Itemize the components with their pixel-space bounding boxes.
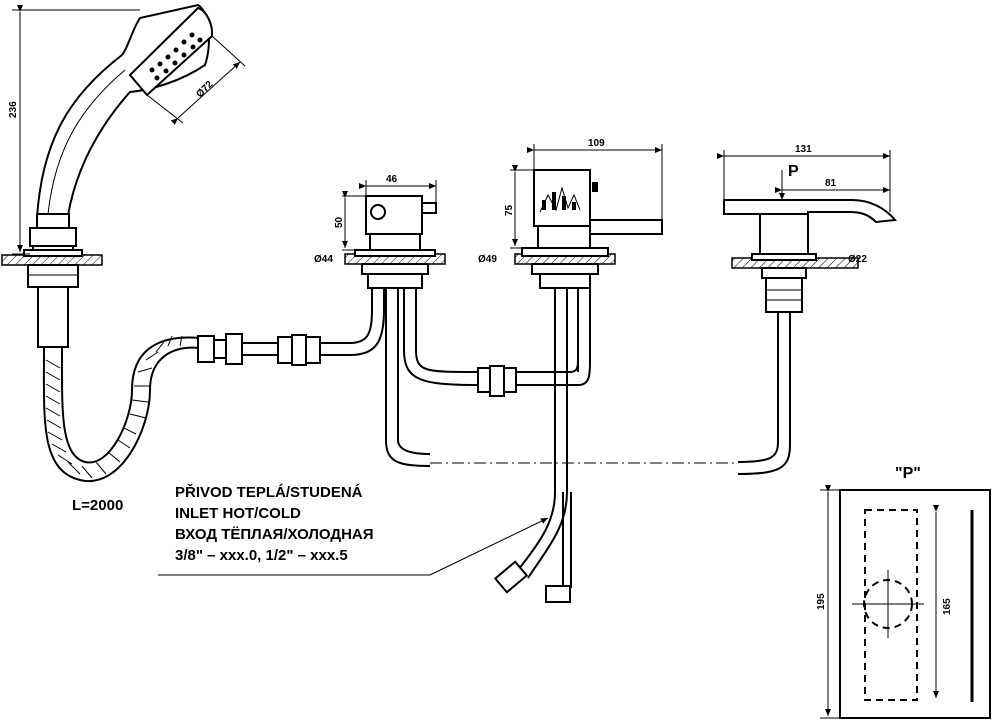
dim-spout-length: 131 [795,144,812,155]
shower-head-assembly: Ø72 236 [1,3,246,348]
dim-valve-height: 50 [334,216,345,228]
view-p-title: "P" [895,465,921,482]
dim-detail-inner: 165 [942,598,953,615]
dim-mixer-height: 75 [504,204,515,216]
view-marker-p: P [788,163,799,180]
inlet-note: PŘIVOD TEPLÁ/STUDENÁ INLET HOT/COLD ВХОД… [158,483,549,576]
dim-detail-outer: 195 [816,593,827,610]
view-p-detail: "P" 195 165 [816,465,991,719]
dim-mixer-width: 109 [588,138,605,149]
dim-shower-height: 236 [8,101,19,118]
hose-length-label: L=2000 [72,497,123,514]
inlet-note-line-1: PŘIVOD TEPLÁ/STUDENÁ [175,483,363,501]
dim-spout-hole: Ø22 [848,254,867,265]
dim-mixer-hole: Ø49 [478,254,497,265]
dim-spout-offset: 81 [825,178,837,189]
dim-head-diameter: Ø72 [194,79,215,100]
inlet-note-line-4: 3/8" – xxx.0, 1/2" – xxx.5 [175,547,348,564]
flexible-hose: L=2000 [42,333,350,514]
dim-valve-width: 46 [386,174,398,185]
inlet-note-line-3: ВХОД ТЁПЛАЯ/ХОЛОДНАЯ [175,526,374,543]
dim-valve-hole: Ø44 [314,254,333,265]
diverter-valve: 46 50 Ø44 [314,174,555,467]
mixer-body: 109 75 Ø49 [478,138,663,603]
inlet-note-line-2: INLET HOT/COLD [175,505,301,522]
spout: 131 81 P Ø22 [717,144,897,475]
